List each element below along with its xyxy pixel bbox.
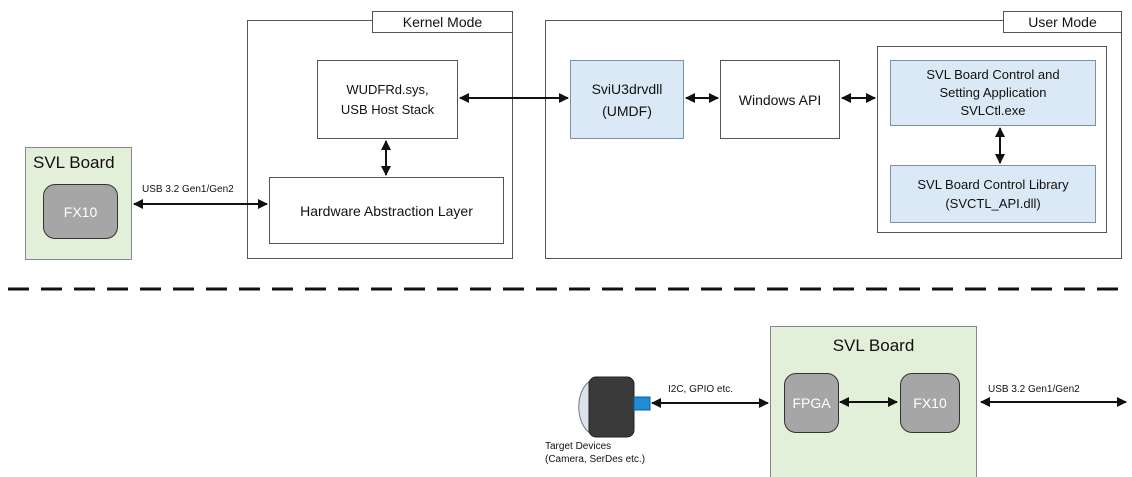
svlctl-app-line1: SVL Board Control and <box>926 67 1060 82</box>
camera-icon <box>578 376 651 438</box>
wudfrd-usb-host-stack-box: WUDFRd.sys, USB Host Stack <box>317 60 458 139</box>
sviu3drv-umdf-box: SviU3drvdll (UMDF) <box>570 60 684 139</box>
sviu3drv-line2: (UMDF) <box>602 102 652 119</box>
svlctl-app-box: SVL Board Control and Setting Applicatio… <box>890 60 1096 126</box>
user-mode-tab: User Mode <box>1003 11 1122 33</box>
bottom-fx10-chip: FX10 <box>900 373 960 433</box>
svlctl-app-line3: SVLCtl.exe <box>960 103 1026 118</box>
fpga-chip: FPGA <box>784 373 839 433</box>
top-svl-board-title: SVL Board <box>33 153 115 172</box>
target-devices-line1: Target Devices <box>545 441 612 452</box>
top-usb-link-label: USB 3.2 Gen1/Gen2 <box>142 184 234 195</box>
hal-label: Hardware Abstraction Layer <box>300 202 473 219</box>
bottom-fx10-label: FX10 <box>913 395 947 411</box>
svctl-lib-line2: (SVCTL_API.dll) <box>945 196 1041 211</box>
kernel-mode-title: Kernel Mode <box>402 14 483 30</box>
top-fx10-label: FX10 <box>63 203 98 220</box>
bottom-svl-board-title: SVL Board <box>832 336 915 355</box>
hal-box: Hardware Abstraction Layer <box>269 177 504 244</box>
windows-api-box: Windows API <box>720 60 840 139</box>
top-fx10-chip: FX10 <box>43 184 118 239</box>
bottom-svl-board: SVL Board FPGA FX10 <box>770 326 977 477</box>
i2c-gpio-label: I2C, GPIO etc. <box>668 384 734 395</box>
sviu3drv-line1: SviU3drvdll <box>591 80 663 97</box>
user-mode-title: User Mode <box>1028 14 1097 30</box>
wudfrd-line1: WUDFRd.sys, <box>346 81 429 97</box>
svctl-lib-line1: SVL Board Control Library <box>917 177 1069 192</box>
svlctl-app-line2: Setting Application <box>939 85 1047 100</box>
windows-api-label: Windows API <box>738 91 822 108</box>
kernel-mode-tab: Kernel Mode <box>372 11 513 33</box>
target-devices-line2: (Camera, SerDes etc.) <box>545 454 646 465</box>
wudfrd-line2: USB Host Stack <box>340 101 435 117</box>
top-svl-board: SVL Board FX10 <box>25 147 132 260</box>
svctl-api-library-box: SVL Board Control Library (SVCTL_API.dll… <box>890 165 1096 223</box>
target-devices-label: Target Devices (Camera, SerDes etc.) <box>545 440 645 466</box>
fpga-label: FPGA <box>792 395 831 411</box>
bottom-usb-link-label: USB 3.2 Gen1/Gen2 <box>988 384 1080 395</box>
